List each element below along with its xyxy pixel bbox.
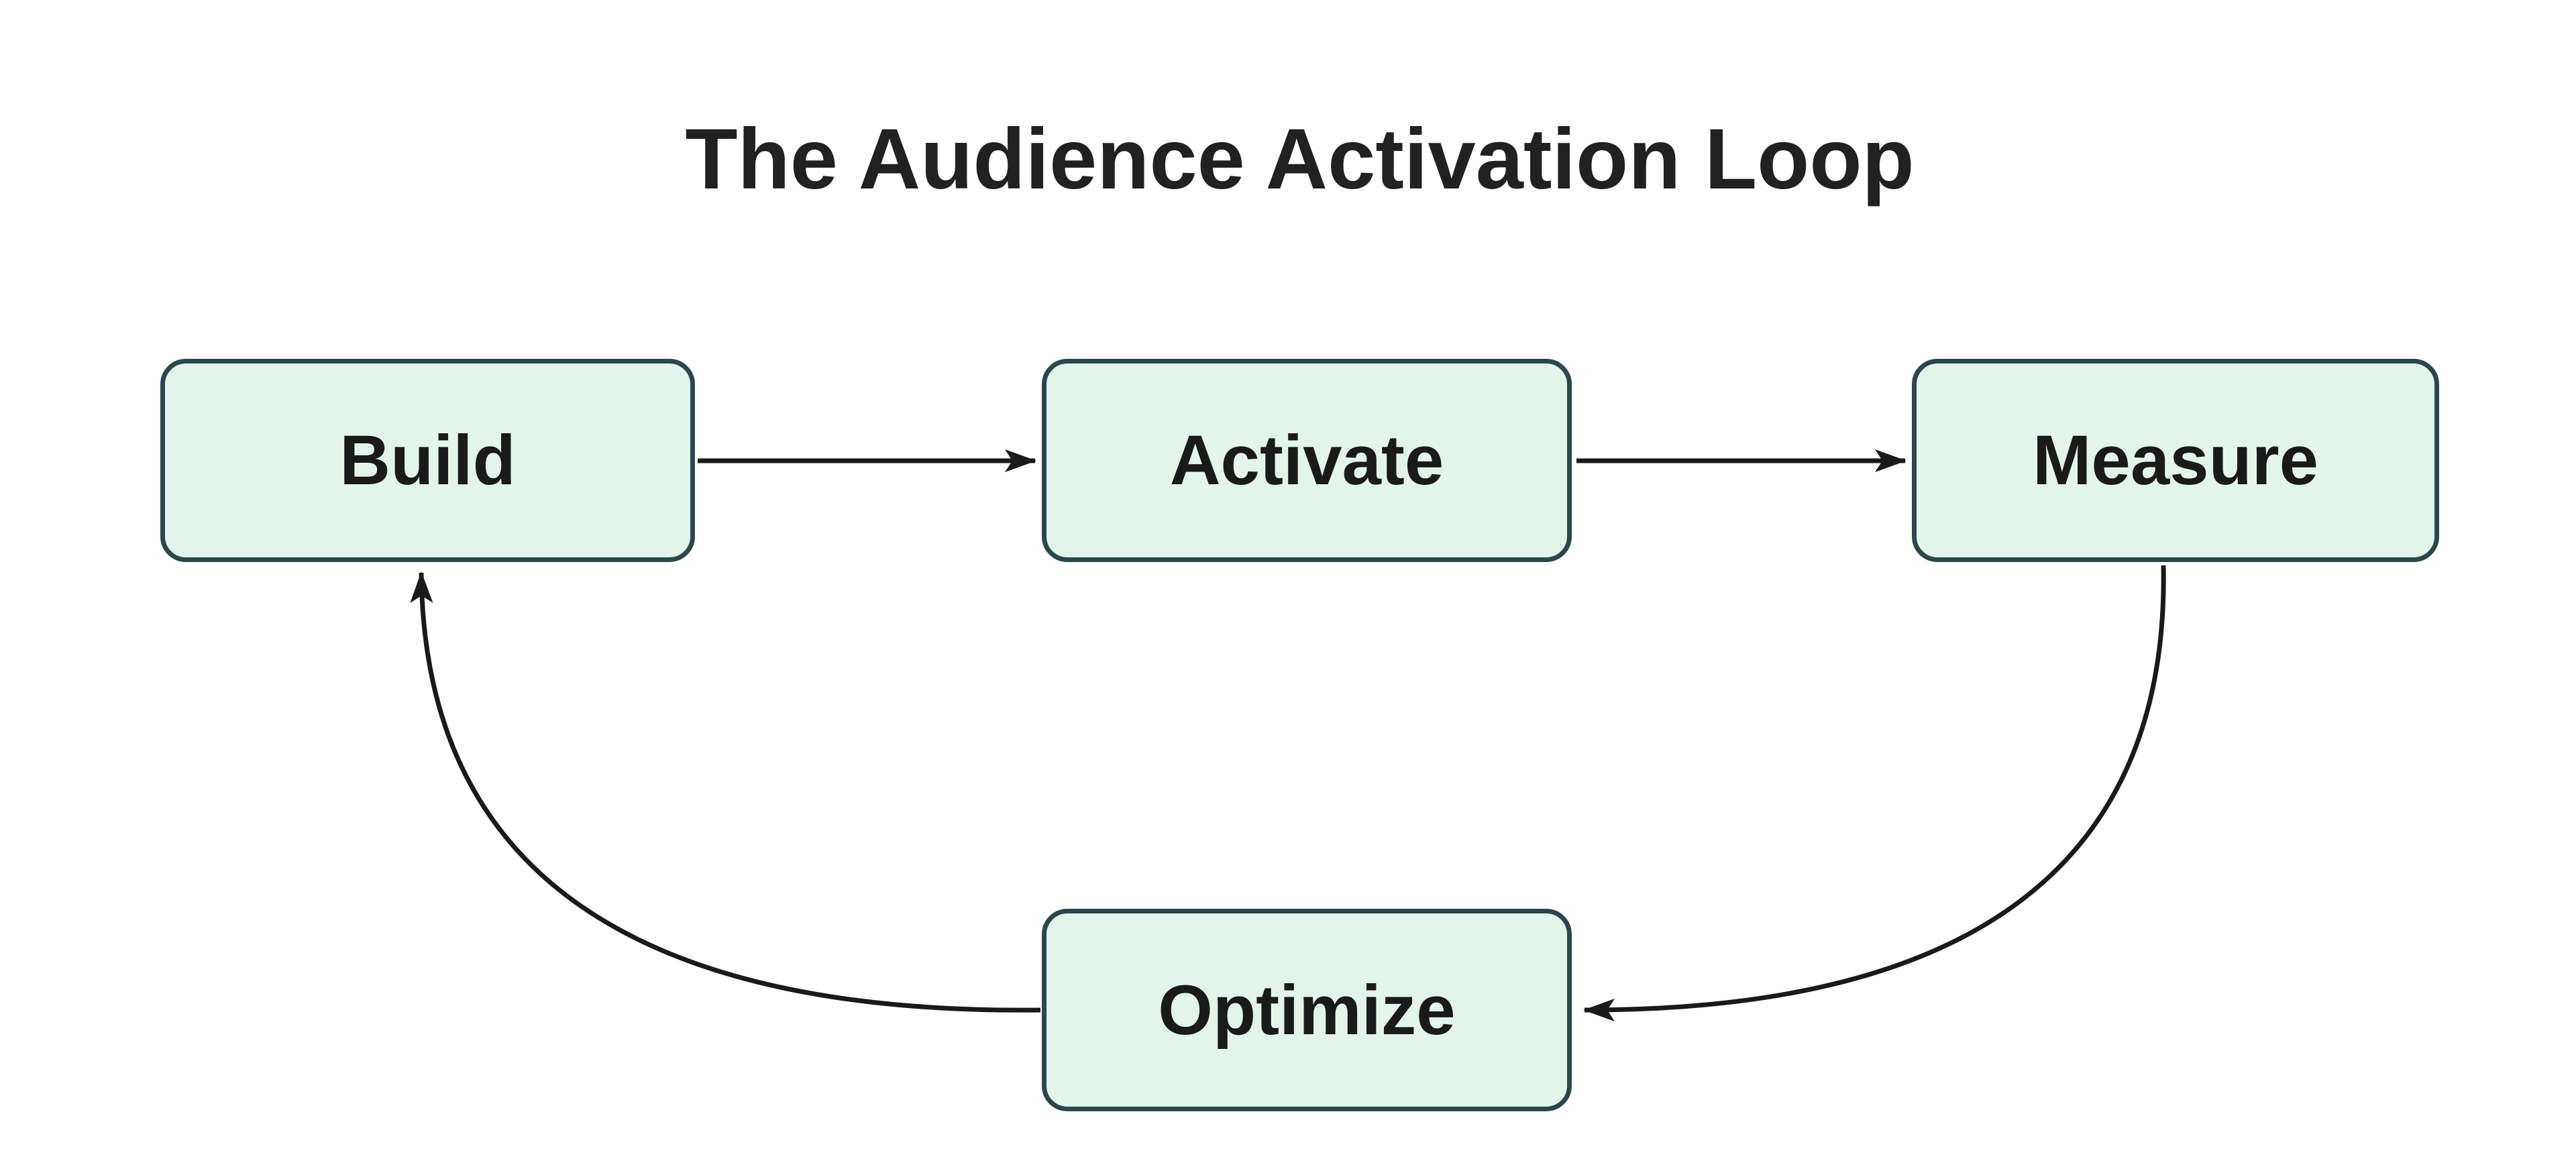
node-optimize[interactable]: Optimize	[1042, 909, 1572, 1111]
edge-optimize-to-build-arrow	[410, 571, 1041, 1013]
node-optimize-label: Optimize	[1158, 970, 1456, 1050]
node-build-label: Build	[339, 421, 516, 500]
diagram-title: The Audience Activation Loop	[685, 111, 1915, 207]
node-measure[interactable]: Measure	[1912, 359, 2439, 562]
node-activate[interactable]: Activate	[1042, 359, 1572, 562]
edge-measure-to-optimize-arrow	[1583, 565, 2166, 1021]
node-activate-label: Activate	[1169, 421, 1444, 500]
node-build[interactable]: Build	[160, 359, 695, 562]
node-measure-label: Measure	[2032, 421, 2319, 500]
